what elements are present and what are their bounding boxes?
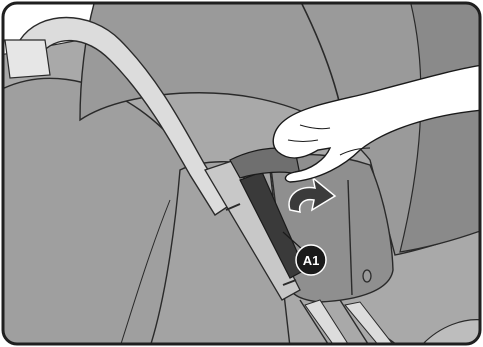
handlebar-end	[5, 40, 50, 78]
callout-badge: A1	[296, 245, 326, 275]
flap-button-icon	[363, 270, 371, 282]
callout-label: A1	[303, 253, 320, 268]
